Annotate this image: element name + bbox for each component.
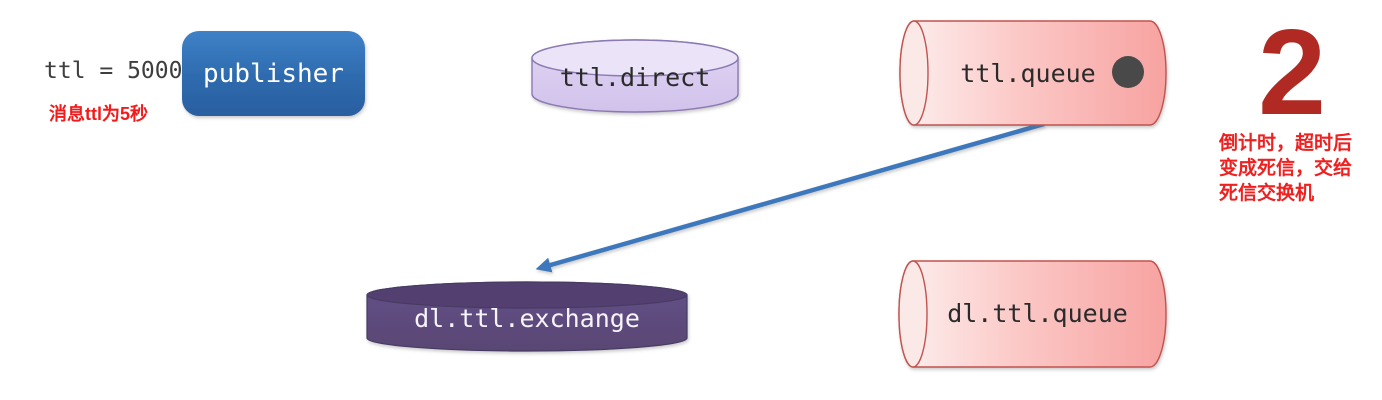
- ttl-note-text: 消息ttl为5秒: [49, 104, 148, 124]
- ttl-value-text: ttl = 5000: [44, 58, 183, 84]
- step-note-line-3: 死信交换机: [1219, 183, 1315, 204]
- step-note-line-1: 倒计时，超时后: [1219, 133, 1353, 154]
- step-note-line-2: 变成死信，交给: [1219, 158, 1353, 179]
- ttl-queue-cylinder: [899, 20, 1167, 126]
- ttl-direct-cylinder: [531, 39, 739, 113]
- step-note: 倒计时，超时后 变成死信，交给 死信交换机: [1219, 131, 1382, 206]
- dl-ttl-exchange-cylinder: [366, 281, 688, 352]
- dl-ttl-queue-cylinder: [898, 260, 1167, 368]
- message-dot-icon: [1112, 56, 1144, 88]
- step-number: 2: [1258, 4, 1326, 140]
- publisher-node-shape: [182, 31, 365, 116]
- arrow-ttl-queue-to-dl-exchange: [535, 121, 1045, 273]
